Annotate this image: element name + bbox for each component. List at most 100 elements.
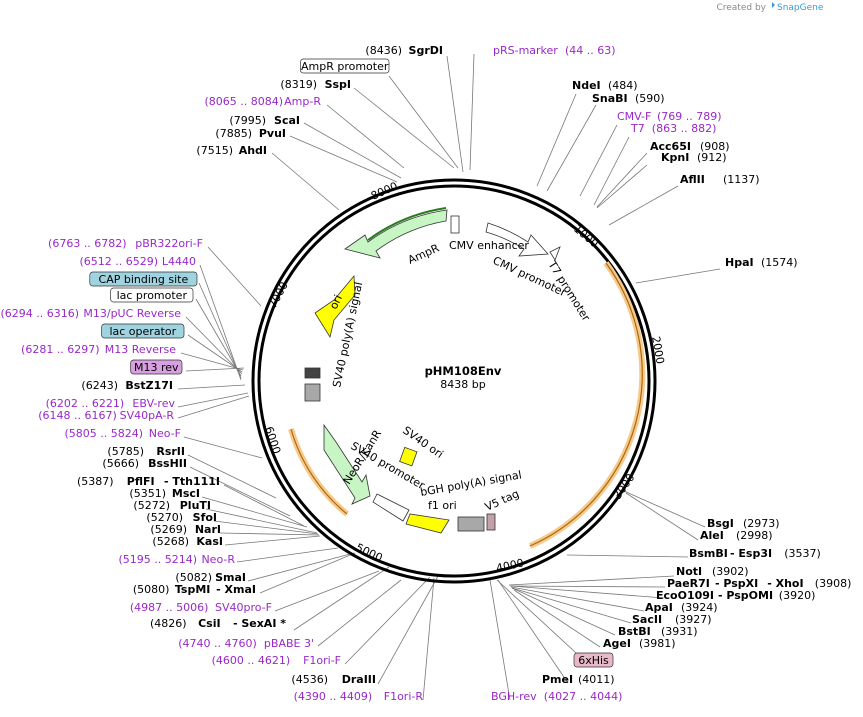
orf-arcs	[288, 261, 646, 549]
label-m13-reverse: M13 Reverse	[105, 343, 176, 356]
label-csii-position: (4826)	[150, 617, 187, 630]
feature-label-ori: ori	[327, 293, 345, 312]
label-cmv-f-position: (769 .. 789)	[657, 110, 722, 123]
label-l4440-position: (6512 .. 6529)	[79, 255, 158, 268]
label-bsmbi: BsmBI	[689, 547, 728, 560]
label-sv40pa-r: SV40pA-R	[120, 409, 175, 422]
label-lac-promoter-box	[110, 287, 194, 303]
label-paer7i-isoschizomer-2: - XhoI	[767, 577, 803, 590]
label-amp-r-position: (8065 .. 8084)	[204, 95, 283, 108]
label-sgrdi-position: (8436)	[365, 44, 402, 57]
label-lac-operator: lac operator	[109, 325, 176, 338]
label-bsmbi-isoschizomer: - Esp3I	[730, 547, 772, 560]
label-bsshii-position: (5666)	[102, 457, 139, 470]
label-tspmi-position: (5080)	[133, 583, 170, 596]
label-m13-puc-reverse: M13/pUC Reverse	[83, 307, 181, 320]
label-ecoo109i-position: (3920)	[779, 589, 816, 602]
label-bstz17i: BstZ17I	[125, 379, 173, 392]
tick-label-5000: 5000	[354, 541, 385, 565]
label-sv40pro-f: SV40pro-F	[215, 601, 272, 614]
tick-label-2000: 2000	[649, 335, 667, 365]
label-pluti: PluTI	[180, 499, 211, 512]
label-rsrii: RsrII	[156, 445, 185, 458]
label-sv40pro-f-position: (4987 .. 5006)	[130, 601, 209, 614]
label-m13-rev: M13 rev	[134, 361, 179, 374]
label-noti: NotI	[676, 565, 702, 578]
label-pvui: PvuI	[259, 127, 286, 140]
credit-brand: SnapGene	[777, 3, 824, 13]
label-bgh-rev-position: (4027 .. 4044)	[544, 690, 623, 703]
label-agei: AgeI	[603, 637, 631, 650]
snapgene-logo-icon	[772, 2, 775, 8]
label-pmei-position: (4011)	[578, 673, 615, 686]
feature-arrow-amp	[344, 209, 448, 259]
label-kasi-position: (5268)	[152, 535, 189, 548]
label-ecoo109i: EcoO109I	[656, 589, 714, 602]
label-amp-r: Amp-R	[284, 95, 321, 108]
plasmid-length: 8438 bp	[440, 378, 485, 391]
label-bsmbi-position: (3537)	[784, 547, 821, 560]
label-cap-binding-site: CAP binding site	[99, 273, 189, 286]
label-6xhis: 6xHis	[578, 654, 609, 667]
label-csii-isoschizomer: - SexAI *	[233, 617, 286, 630]
label-alei: AleI	[700, 529, 724, 542]
label-nari: NarI	[195, 523, 221, 536]
label-neo-r: Neo-R	[201, 553, 235, 566]
feature-arrow-neo	[323, 423, 371, 505]
right-labels: pRS-marker(44 .. 63)NdeI(484)SnaBI(590)C…	[491, 44, 851, 703]
label-ampr-promoter: AmpR promoter	[301, 60, 389, 73]
label-l4440: L4440	[162, 255, 196, 268]
label-sgrdi: SgrDI	[409, 44, 443, 57]
label-scai: ScaI	[274, 114, 300, 127]
feature-block-v5	[486, 513, 496, 531]
feature-label-cmv-enhancer: CMV enhancer	[449, 239, 529, 252]
label-paer7i-isoschizomer: - PspXI	[715, 577, 758, 590]
label-nari-position: (5269)	[150, 523, 187, 536]
feature-block-lac	[304, 367, 321, 379]
feature-label-v5: V5 tag	[483, 487, 521, 514]
label-msci: MscI	[172, 487, 200, 500]
label-hpai-position: (1574)	[761, 256, 798, 269]
label-lac-operator-box	[101, 323, 185, 339]
label-cap-binding-site-box	[89, 271, 198, 287]
label-rsrii-position: (5785)	[107, 445, 144, 458]
label-draiii: DraIII	[342, 673, 376, 686]
label-pmei: PmeI	[542, 673, 573, 686]
label-t7: T7	[630, 122, 645, 135]
label-neo-r-position: (5195 .. 5214)	[118, 553, 197, 566]
feature-block-sv40-ori	[399, 446, 418, 467]
label-ahdi-position: (7515)	[196, 144, 233, 157]
feature-arrow-sv40-promoter	[372, 493, 410, 522]
label-sacii-position: (3927)	[675, 613, 712, 626]
label-pluti-position: (5272)	[133, 499, 170, 512]
label-pflfi: PflFI	[127, 475, 155, 488]
label-alei-position: (2998)	[736, 529, 773, 542]
label-bsshii: BssHII	[148, 457, 187, 470]
label-neo-f-position: (5805 .. 5824)	[64, 427, 143, 440]
label-ecoo109i-isoschizomer: - PspOMI	[718, 589, 773, 602]
feature-label-f1ori: f1 ori	[428, 499, 457, 512]
label-pbabe-3: pBABE 3'	[264, 637, 314, 650]
label-cmv-f: CMV-F	[617, 110, 651, 123]
feature-arrow-ori	[314, 274, 356, 339]
label-tspmi-isoschizomer: - XmaI	[216, 583, 256, 596]
feature-track	[304, 207, 561, 534]
label-f1ori-r: F1ori-R	[384, 690, 424, 703]
label-hpai: HpaI	[725, 256, 754, 269]
label-lac-promoter: lac promoter	[117, 289, 188, 302]
label-pvui-position: (7885)	[215, 127, 252, 140]
label-ebv-rev-position: (6202 .. 6221)	[46, 397, 125, 410]
tick-label-7000: 7000	[266, 280, 291, 311]
label-pflfi-position: (5387)	[77, 475, 114, 488]
label-ndei: NdeI	[572, 79, 601, 92]
label-kpni: KpnI	[661, 151, 689, 164]
label-acc65i-position: (908)	[700, 140, 730, 153]
label-acc65i: Acc65I	[650, 140, 691, 153]
label-bstbi: BstBI	[618, 625, 651, 638]
label-snabi-position: (590)	[635, 92, 665, 105]
label-paer7i: PaeR7I	[667, 577, 710, 590]
label-bstbi-position: (3931)	[661, 625, 698, 638]
label-m13-reverse-position: (6281 .. 6297)	[21, 343, 100, 356]
feature-block-amp-prom	[450, 215, 460, 234]
